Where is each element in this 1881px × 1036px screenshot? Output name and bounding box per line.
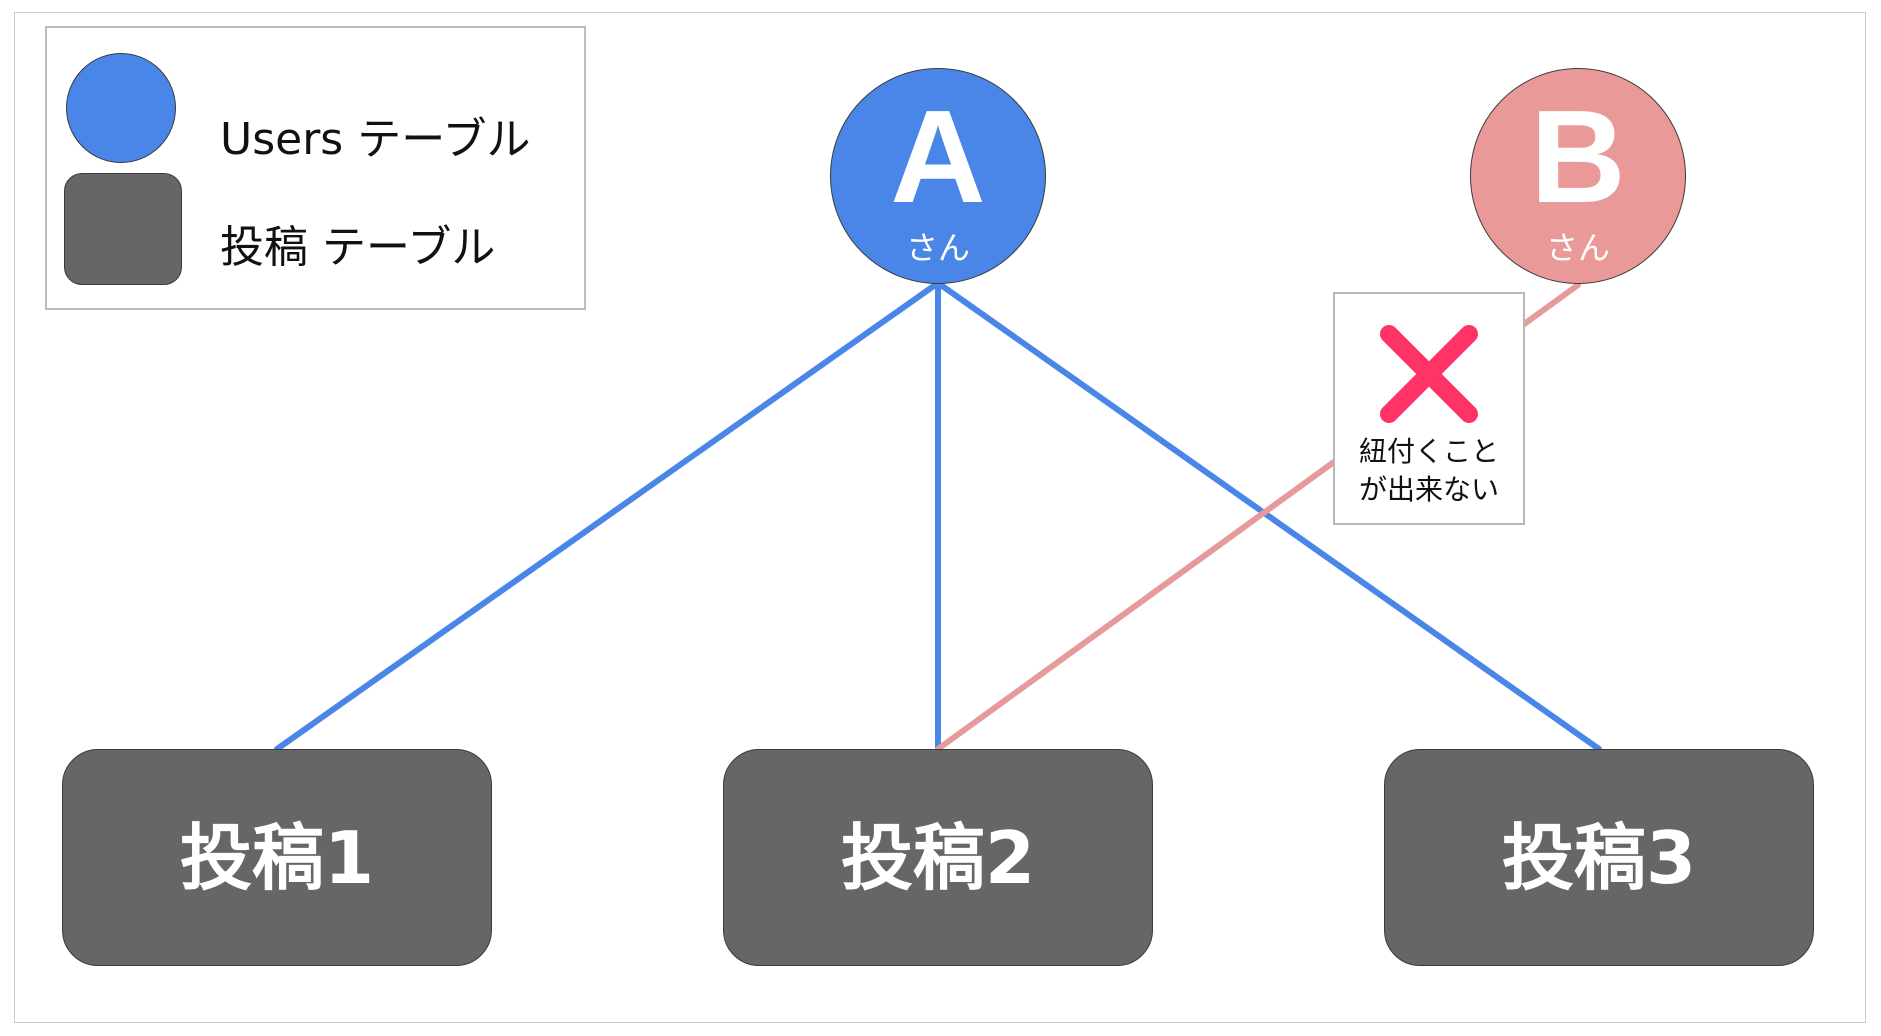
user-b-node: B さん	[1470, 68, 1686, 284]
legend-users-swatch	[66, 53, 176, 163]
post-3-label: 投稿3	[1501, 815, 1697, 900]
user-a-letter: A	[890, 83, 986, 230]
cross-icon	[1380, 325, 1478, 423]
link-a-post3	[935, 280, 1602, 752]
note-line-1: 紐付くこと	[1358, 435, 1499, 468]
post-node-2: 投稿2	[723, 749, 1153, 966]
cannot-link-note: 紐付くこと が出来ない	[1333, 292, 1525, 525]
link-a-post1	[274, 280, 941, 752]
legend-posts-swatch	[64, 173, 182, 285]
diagram-frame	[14, 12, 1866, 1023]
user-b-suffix: さん	[1545, 229, 1610, 267]
post-2-label: 投稿2	[840, 815, 1036, 900]
post-node-1: 投稿1	[62, 749, 492, 966]
user-a-node: A さん	[830, 68, 1046, 284]
legend-users-label: Users テーブル	[220, 114, 531, 165]
user-b-letter: B	[1530, 83, 1626, 230]
user-a-suffix: さん	[905, 229, 970, 267]
post-1-label: 投稿1	[179, 815, 375, 900]
legend-posts-label: 投稿 テーブル	[220, 222, 496, 273]
legend: Users テーブル 投稿 テーブル	[45, 26, 586, 310]
note-line-2: が出来ない	[1358, 473, 1499, 506]
note-text: 紐付くこと が出来ない	[1335, 433, 1523, 509]
post-node-3: 投稿3	[1384, 749, 1814, 966]
